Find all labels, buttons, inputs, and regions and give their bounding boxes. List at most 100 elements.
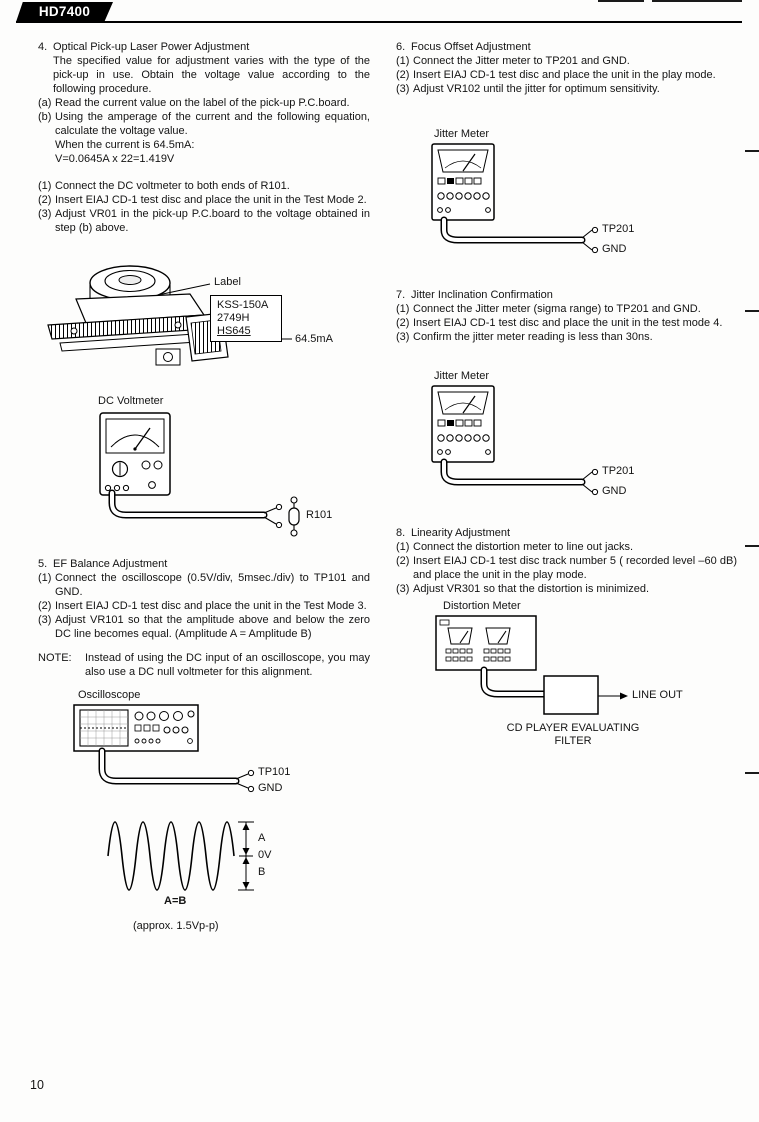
step-marker: (3) (38, 208, 52, 220)
distortion-meter-diagram: Distortion Meter LINE OUT CD PLAYER EVAL… (396, 600, 737, 767)
step-text: Connect the Jitter meter to TP201 and GN… (413, 55, 630, 67)
ground-label: GND (602, 485, 627, 497)
section-8: 8. Linearity Adjustment (1) Connect the … (396, 526, 737, 596)
oscilloscope-title: Oscilloscope (78, 689, 141, 701)
step: (1) Connect the distortion meter to line… (396, 540, 737, 554)
step: (1) Connect the Jitter meter to TP201 an… (396, 54, 737, 68)
step-marker: (1) (396, 303, 410, 315)
line-out-label: LINE OUT (632, 689, 683, 701)
dc-voltmeter-illustration (99, 412, 300, 537)
step: (3) Adjust VR301 so that the distortion … (396, 582, 737, 596)
crop-mark (598, 0, 644, 2)
section-4-intro: The specified value for adjustment varie… (53, 55, 370, 95)
pickup-code: HS645 (217, 325, 251, 337)
ground-label: GND (602, 243, 627, 255)
step-text: Connect the oscilloscope (0.5V/div, 5mse… (55, 572, 370, 598)
test-point-label: TP201 (602, 465, 635, 477)
model-number: HD7400 (38, 4, 91, 19)
waveform-illustration (107, 821, 254, 891)
step-text: Insert EIAJ CD-1 test disc and place the… (55, 600, 367, 612)
zero-volt-label: 0V (258, 849, 272, 861)
waveform-diagram: A 0V B A=B (38, 811, 370, 911)
equation-intro: When the current is 64.5mA: (55, 139, 195, 151)
step-marker: (2) (396, 69, 410, 81)
step: (3) Adjust VR102 until the jitter for op… (396, 82, 737, 96)
step: (1) Connect the Jitter meter (sigma rang… (396, 302, 737, 316)
step-text: Confirm the jitter meter reading is less… (413, 331, 653, 343)
header-rule (16, 21, 742, 23)
note-block: NOTE: Instead of using the DC input of a… (38, 651, 370, 679)
section-number: 5. (38, 558, 48, 570)
step-marker: (1) (396, 541, 410, 553)
jitter-meter-title: Jitter Meter (434, 128, 490, 140)
jitter-meter-illustration (431, 385, 599, 496)
step-marker: (3) (38, 614, 52, 626)
step-marker: (3) (396, 83, 410, 95)
oscilloscope-illustration (73, 704, 255, 793)
jitter-meter-diagram: Jitter Meter TP201 GND (396, 128, 737, 268)
step-marker: (2) (396, 317, 410, 329)
amplitude-b-label: B (258, 866, 266, 878)
filter-caption: CD PLAYER EVALUATING FILTER (502, 722, 644, 748)
right-column: 6. Focus Offset Adjustment (1) Connect t… (396, 40, 737, 767)
crop-mark (745, 150, 759, 152)
optical-pickup-illustration (47, 265, 292, 366)
step-text: Insert EIAJ CD-1 test disc and place the… (55, 194, 367, 206)
model-banner: HD7400 (16, 2, 113, 22)
distortion-meter-title: Distortion Meter (443, 600, 521, 612)
step-marker: (1) (38, 180, 52, 192)
section-number: 4. (38, 41, 48, 53)
step: (1) Connect the oscilloscope (0.5V/div, … (38, 571, 370, 599)
step-marker: (2) (38, 194, 52, 206)
step-text: Insert EIAJ CD-1 test disc track number … (413, 555, 737, 581)
pickup-lot: 2749H (217, 312, 250, 324)
distortion-meter-illustration (435, 615, 628, 715)
item-b: (b) Using the amperage of the current an… (38, 110, 370, 138)
jitter-meter-illustration (431, 143, 599, 254)
test-point-label: TP201 (602, 223, 635, 235)
pickup-current-value: 64.5mA (295, 333, 333, 345)
crop-mark (745, 772, 759, 774)
step-text: Connect the distortion meter to line out… (413, 541, 634, 553)
pickup-label-callout: Label (214, 276, 241, 288)
item-a: (a) Read the current value on the label … (38, 96, 370, 110)
section-5-heading: 5. EF Balance Adjustment (38, 557, 370, 571)
item-text: Using the amperage of the current and th… (55, 111, 370, 137)
section-title: Jitter Inclination Confirmation (411, 289, 553, 301)
step-text: Insert EIAJ CD-1 test disc and place the… (413, 317, 723, 329)
section-8-heading: 8. Linearity Adjustment (396, 526, 737, 540)
item-marker: (b) (38, 111, 52, 123)
section-6: 6. Focus Offset Adjustment (1) Connect t… (396, 40, 737, 96)
resistor-label: R101 (306, 509, 333, 521)
section-number: 8. (396, 527, 406, 539)
step: (2) Insert EIAJ CD-1 test disc and place… (396, 68, 737, 82)
section-7-heading: 7. Jitter Inclination Confirmation (396, 288, 737, 302)
test-point-label: TP101 (258, 766, 291, 778)
step-marker: (1) (396, 55, 410, 67)
step-text: Adjust VR01 in the pick-up P.C.board to … (55, 208, 370, 234)
step: (1) Connect the DC voltmeter to both end… (38, 179, 370, 193)
dc-voltmeter-title: DC Voltmeter (98, 395, 164, 407)
pickup-label-box: KSS-150A 2749H HS645 (210, 295, 282, 342)
section-title: Focus Offset Adjustment (411, 41, 531, 53)
step: (2) Insert EIAJ CD-1 test disc and place… (38, 599, 370, 613)
section-5: 5. EF Balance Adjustment (1) Connect the… (38, 557, 370, 679)
amplitude-a-label: A (258, 832, 266, 844)
step-text: Insert EIAJ CD-1 test disc and place the… (413, 69, 716, 81)
section-title: Linearity Adjustment (411, 527, 511, 539)
step-text: Connect the Jitter meter (sigma range) t… (413, 303, 701, 315)
dc-voltmeter-diagram: DC Voltmeter R101 (38, 395, 370, 549)
ground-label: GND (258, 782, 283, 794)
filter-caption-line2: FILTER (554, 735, 592, 747)
section-7: 7. Jitter Inclination Confirmation (1) C… (396, 288, 737, 344)
step-text: Adjust VR102 until the jitter for optimu… (413, 83, 660, 95)
equation: V=0.0645A x 22=1.419V (55, 153, 175, 165)
step: (2) Insert EIAJ CD-1 test disc and place… (38, 193, 370, 207)
step: (2) Insert EIAJ CD-1 test disc track num… (396, 554, 737, 582)
section-4: 4. Optical Pick-up Laser Power Adjustmen… (38, 40, 370, 235)
section-title: Optical Pick-up Laser Power Adjustment (53, 41, 250, 53)
section-number: 6. (396, 41, 406, 53)
item-marker: (a) (38, 97, 52, 109)
jitter-meter-title: Jitter Meter (434, 370, 490, 382)
